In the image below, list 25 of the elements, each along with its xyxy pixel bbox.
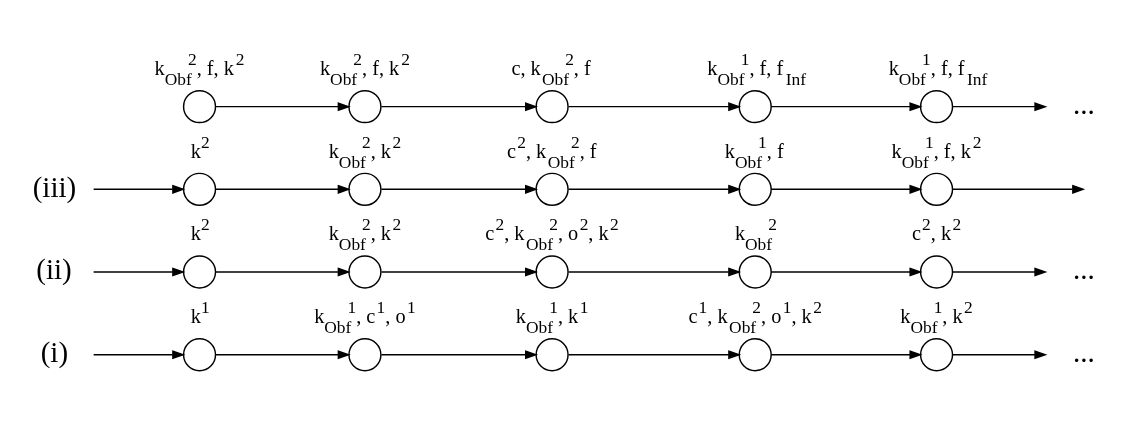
- node-label: k$_{Obf}$$^{2}$, k$^{2}$: [328, 213, 402, 254]
- node-label: k$_{Obf}$$^{1}$, f, k$^{2}$: [891, 131, 982, 172]
- node-label: k$_{Obf}$$^{1}$, f, f$_{Inf}$: [888, 48, 988, 89]
- node-label: c, k$_{Obf}$$^{2}$, f: [511, 48, 591, 89]
- node-label: c$^{2}$, k$_{Obf}$$^{2}$, f: [507, 131, 597, 172]
- node-label: k$^{1}$: [190, 296, 210, 327]
- node-label: k$_{Obf}$$^{1}$, f: [724, 131, 784, 172]
- node-label: c$^{2}$, k$_{Obf}$$^{2}$, o$^{2}$, k$^{2}$: [485, 213, 619, 254]
- node-label: c$^{1}$, k$_{Obf}$$^{2}$, o$^{1}$, k$^{2}$: [688, 296, 822, 337]
- node-text: (ii): [36, 252, 72, 285]
- node-text: (iii): [32, 170, 77, 203]
- node-text: ...: [1072, 252, 1095, 285]
- node-text: ...: [1072, 87, 1095, 120]
- node-label: k$_{Obf}$$^{2}$, f, k$^{2}$: [319, 48, 410, 89]
- node-text: (i): [40, 335, 69, 368]
- node-label: k$_{Obf}$$^{1}$, f, f$_{Inf}$: [707, 48, 806, 89]
- node-label: k$_{Obf}$$^{2}$, f, k$^{2}$: [154, 48, 245, 89]
- node-label: k$_{Obf}$$^{1}$, k$^{1}$: [515, 296, 589, 337]
- node-label: k$^{2}$: [190, 213, 210, 244]
- node-label: k$_{Obf}$$^{1}$, k$^{2}$: [900, 296, 973, 337]
- node-text: ...: [1072, 335, 1095, 368]
- node-label: k$^{2}$: [190, 131, 210, 162]
- node-label: k$_{Obf}$$^{2}$, k$^{2}$: [328, 131, 402, 172]
- node-label: c$^{2}$, k$^{2}$: [911, 213, 962, 244]
- node-label: k$_{Obf}$$^{1}$, c$^{1}$, o$^{1}$: [314, 296, 416, 337]
